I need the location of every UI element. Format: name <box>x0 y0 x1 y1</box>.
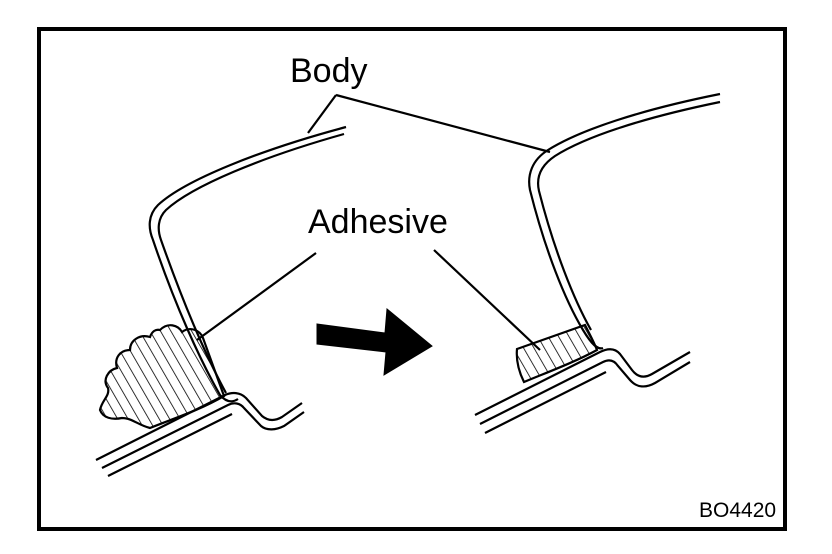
body-leader-right <box>335 93 551 154</box>
adhesive-bead-before <box>98 324 226 430</box>
adhesive-bead-after <box>515 323 599 384</box>
figure-code: BO4420 <box>699 499 776 522</box>
adhesive-label: Adhesive <box>308 203 448 241</box>
adhesive-leader-left <box>196 252 317 341</box>
body-panel-right <box>528 92 721 350</box>
diagram-border <box>37 27 787 531</box>
flange-right <box>474 348 691 416</box>
adhesive-leader-right <box>433 249 541 351</box>
right-arrow-icon <box>316 308 433 376</box>
after-assembly <box>474 92 721 434</box>
body-label: Body <box>290 52 368 90</box>
body-leader-left <box>307 94 337 134</box>
flange-left <box>95 391 303 461</box>
before-assembly <box>95 125 347 477</box>
